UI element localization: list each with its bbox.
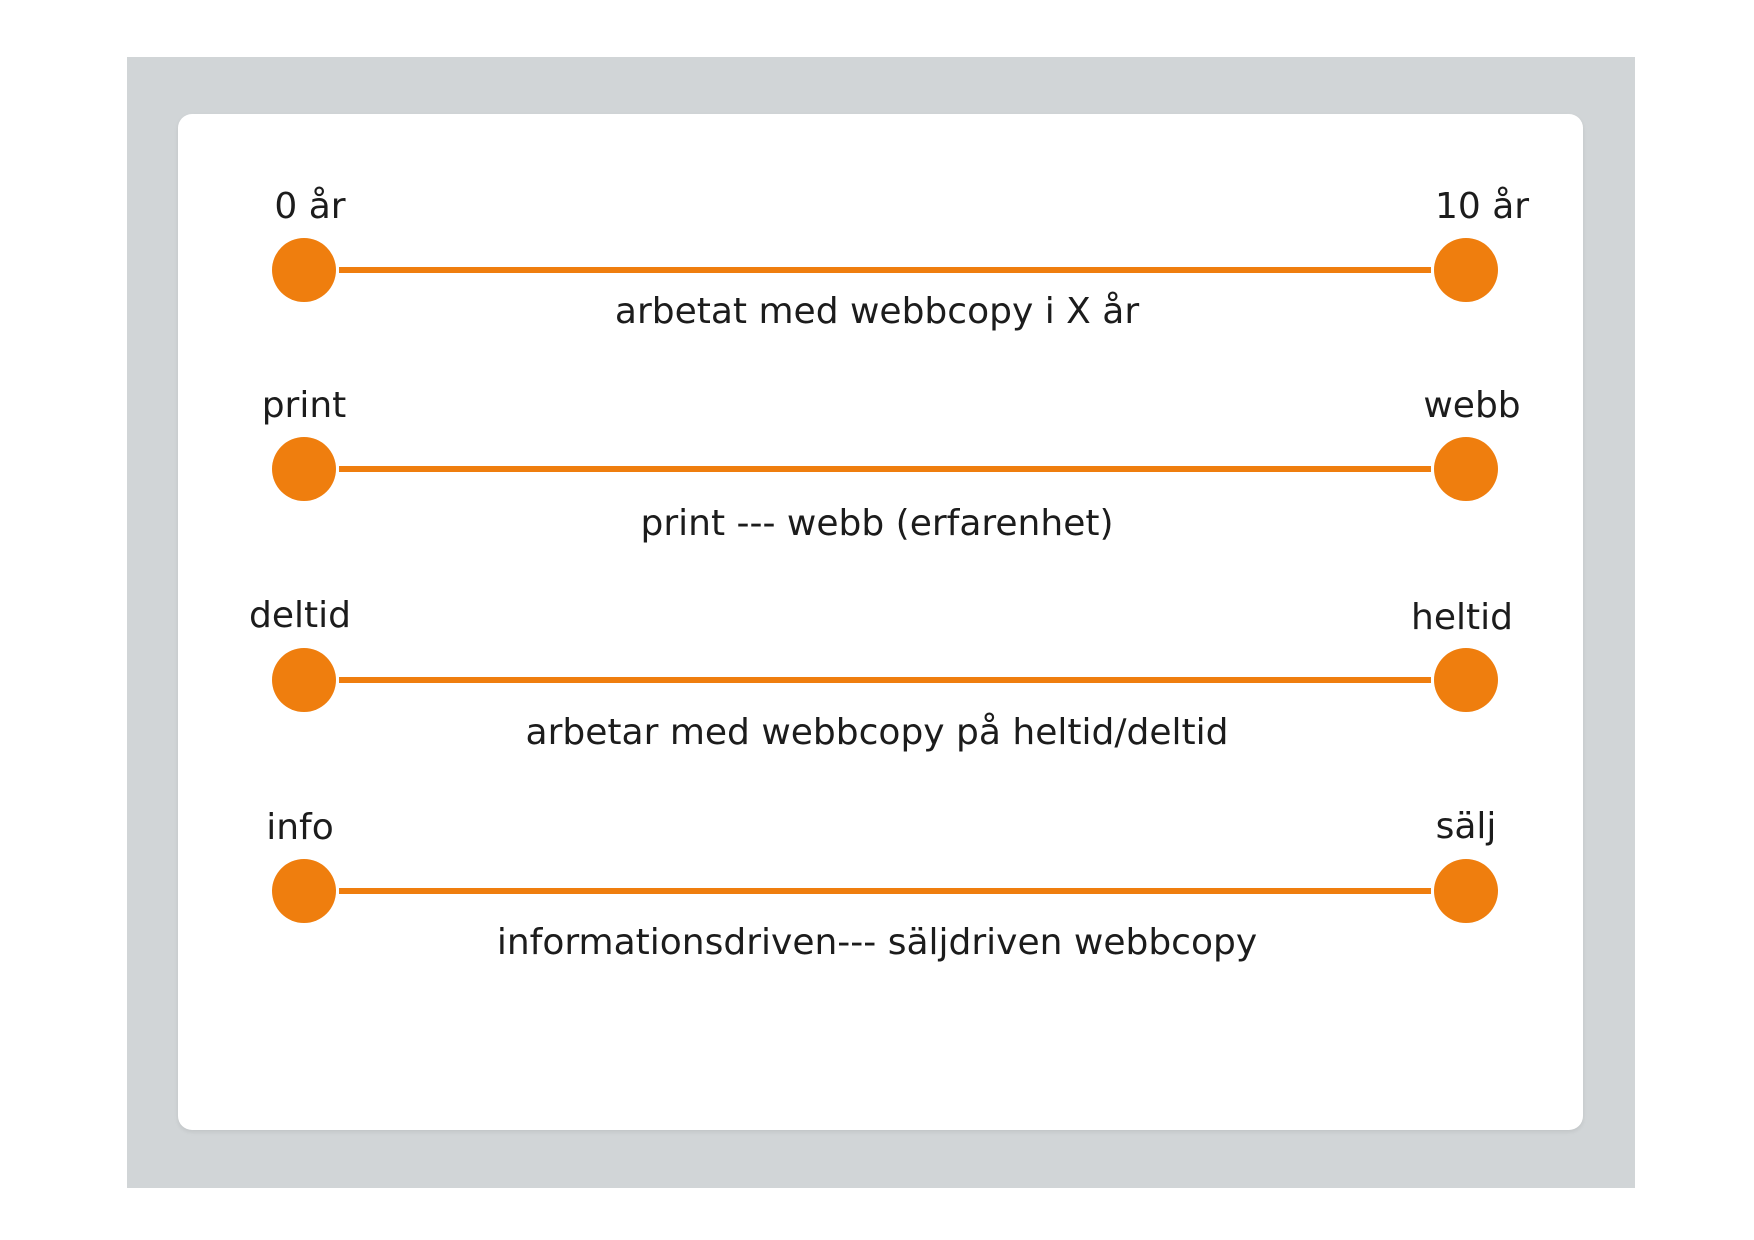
scale-right-label: heltid — [1411, 597, 1513, 638]
scale-right-endpoint — [1434, 437, 1498, 501]
scale-caption: print --- webb (erfarenhet) — [640, 503, 1114, 544]
scale-left-label: print — [261, 385, 347, 426]
scale-left-endpoint — [272, 648, 336, 712]
scale-right-label: sälj — [1435, 806, 1497, 847]
scale-caption: informationsdriven--- säljdriven webbcop… — [496, 922, 1258, 963]
scale-experience-years: 0 år 10 år arbetat med webbcopy i X år — [0, 187, 1754, 332]
scale-info-salj: info sälj informationsdriven--- säljdriv… — [0, 807, 1754, 963]
scale-caption: arbetar med webbcopy på heltid/deltid — [525, 712, 1229, 753]
scale-right-endpoint — [1434, 859, 1498, 923]
scale-left-label: info — [266, 807, 334, 848]
scale-left-endpoint — [272, 437, 336, 501]
scale-right-label: webb — [1423, 385, 1521, 426]
scale-print-webb: print webb print --- webb (erfarenhet) — [0, 386, 1754, 544]
diagram-card — [178, 114, 1583, 1130]
scale-right-endpoint — [1434, 238, 1498, 302]
scale-caption: arbetat med webbcopy i X år — [614, 291, 1140, 332]
scale-line — [339, 466, 1431, 472]
scale-line — [339, 677, 1431, 683]
scale-left-label: deltid — [249, 595, 351, 636]
scale-deltid-heltid: deltid heltid arbetar med webbcopy på he… — [0, 596, 1754, 753]
scale-left-endpoint — [272, 238, 336, 302]
scale-left-endpoint — [272, 859, 336, 923]
scale-line — [339, 267, 1431, 273]
scale-right-label: 10 år — [1434, 186, 1530, 227]
scale-right-endpoint — [1434, 648, 1498, 712]
scale-line — [339, 888, 1431, 894]
scale-left-label: 0 år — [274, 186, 346, 227]
